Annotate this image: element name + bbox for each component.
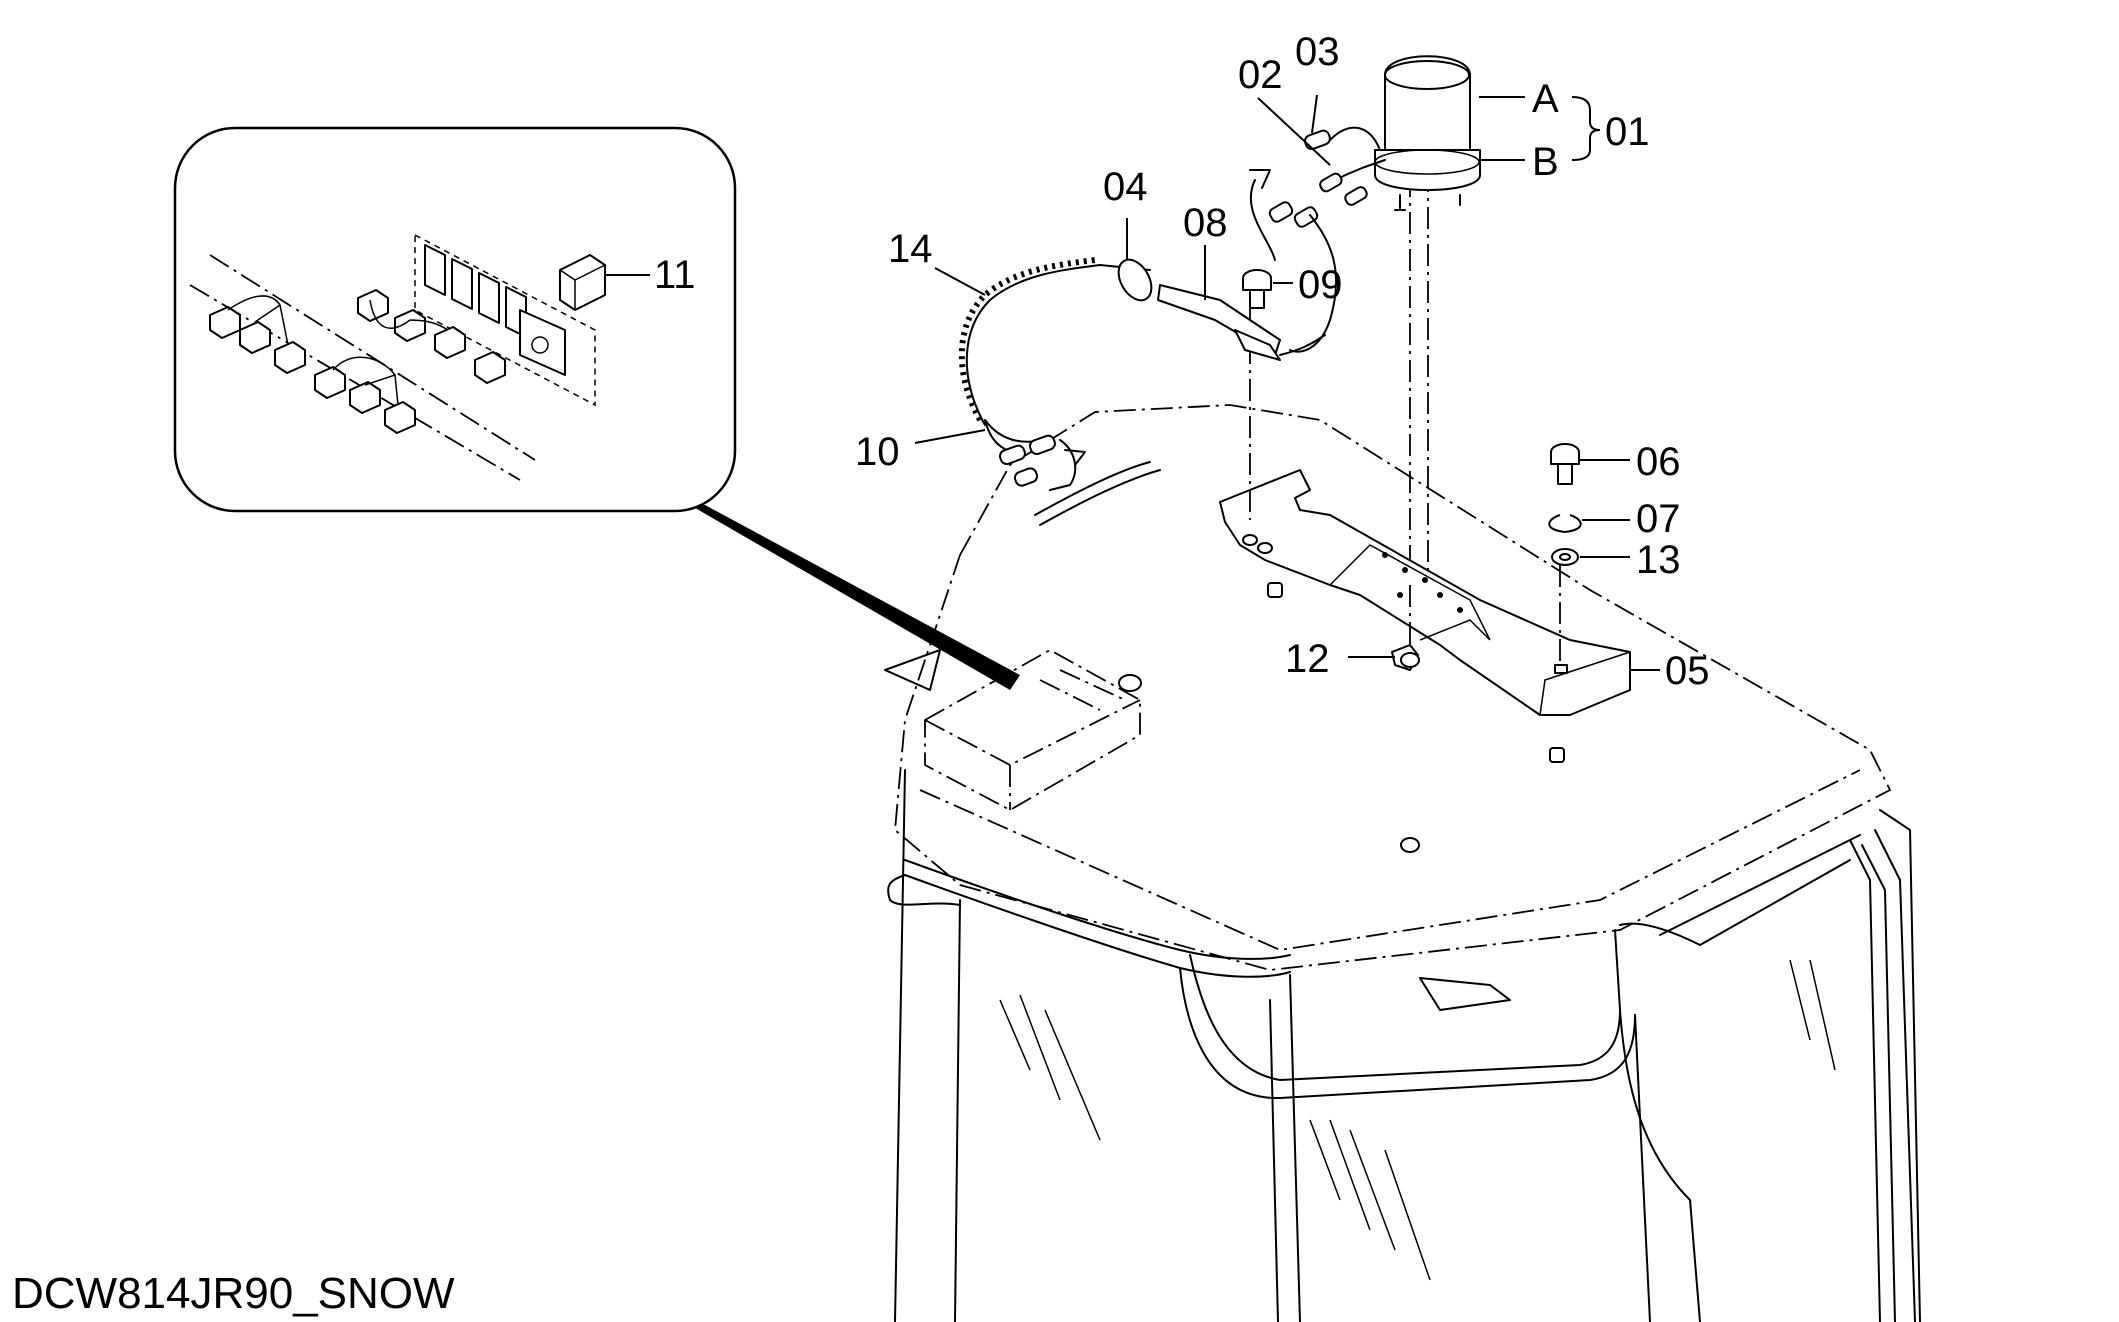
- wing-nut-12: [1391, 644, 1420, 671]
- switch-box-location: [924, 648, 1142, 812]
- callout-b: B: [1532, 140, 1559, 184]
- beacon-wiring: [1249, 126, 1386, 353]
- drawing-id: DCW814JR90_SNOW: [12, 1269, 455, 1318]
- callout-10: 10: [855, 430, 900, 474]
- callout-08: 08: [1183, 201, 1228, 245]
- cab-outline: [884, 404, 1921, 1322]
- callout-05: 05: [1665, 649, 1710, 693]
- bolt-06: [1550, 443, 1580, 485]
- rotating-beacon: [1374, 55, 1481, 211]
- callout-04: 04: [1103, 165, 1148, 209]
- lock-washer-07: [1548, 514, 1582, 533]
- callout-06: 06: [1636, 440, 1681, 484]
- bolt-09: [1242, 269, 1272, 309]
- center-lines: [1249, 170, 1561, 665]
- callout-01: 01: [1605, 110, 1650, 154]
- callout-02: 02: [1238, 53, 1283, 97]
- callout-13: 13: [1636, 538, 1681, 582]
- detail-view: [173, 126, 1020, 690]
- mounting-bracket: [1219, 469, 1631, 853]
- plain-washer-13: [1551, 548, 1579, 566]
- callout-12: 12: [1285, 637, 1330, 681]
- wiring-harness: [958, 257, 1326, 491]
- callout-leaders: [605, 94, 1660, 671]
- callout-labels: 01 A B 02 03 04 08 09 14 10 11 12 06 07 …: [654, 30, 1710, 693]
- callout-03: 03: [1295, 30, 1340, 74]
- callout-a: A: [1532, 77, 1559, 121]
- callout-11: 11: [654, 253, 696, 297]
- callout-14: 14: [888, 227, 933, 271]
- callout-09: 09: [1298, 263, 1343, 307]
- callout-07: 07: [1636, 497, 1681, 541]
